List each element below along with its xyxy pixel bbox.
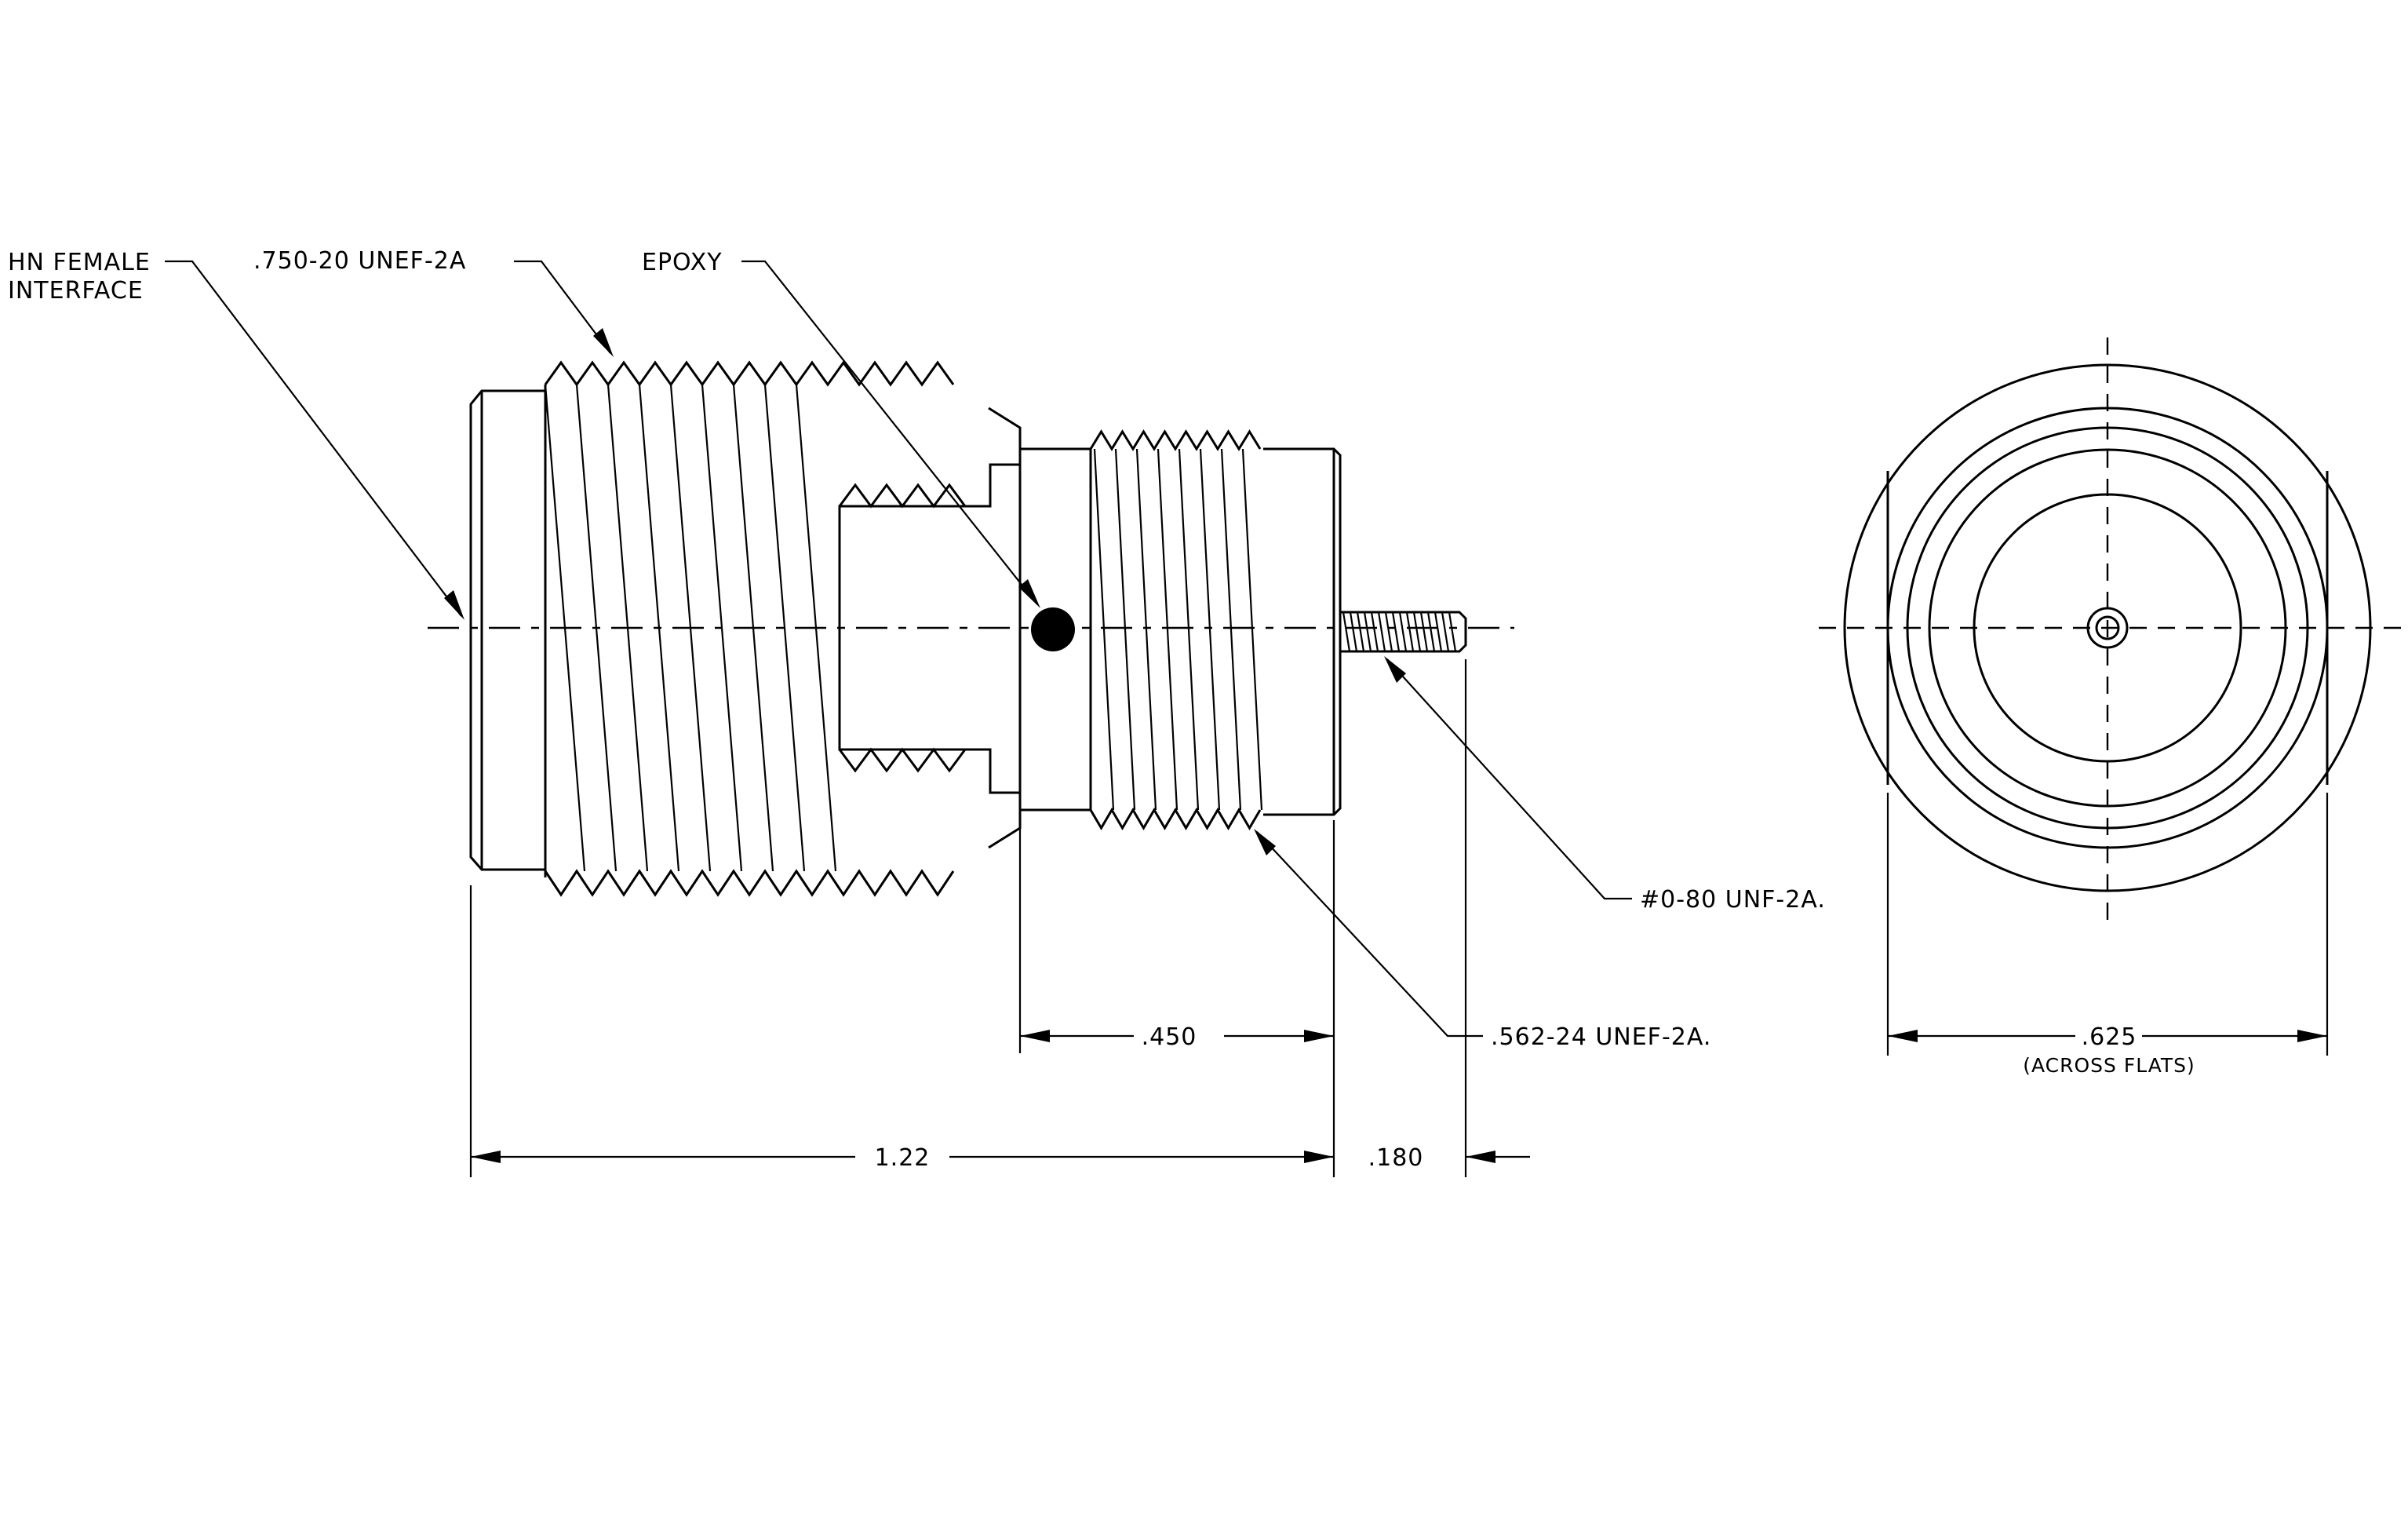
ring-3 — [1928, 448, 2287, 808]
stud-thread-line — [1391, 611, 1401, 652]
pin-outer — [2086, 607, 2129, 649]
stud-thread-line — [1384, 611, 1393, 652]
thread-line — [1241, 448, 1263, 811]
rear-body-outline — [1089, 447, 1342, 816]
rear-thread-crests-bottom — [1089, 808, 1262, 830]
stud-thread-line — [1370, 611, 1379, 652]
thread-line — [638, 384, 680, 872]
body-thread-crests-bottom — [544, 869, 955, 897]
ring-2 — [1906, 426, 2309, 830]
thread-line — [1199, 448, 1221, 811]
thread-line — [795, 384, 837, 872]
stud-thread-line — [1405, 611, 1415, 652]
pin-inner — [2095, 615, 2120, 640]
thread-line — [1220, 448, 1242, 811]
thread-line — [763, 384, 806, 872]
stud-thread-line — [1419, 611, 1429, 652]
callout-interface-line2: INTERFACE — [8, 277, 144, 305]
thread-line — [1157, 448, 1178, 811]
stud-thread-line — [1426, 611, 1436, 652]
callout-rear-thread: .562-24 UNEF-2A. — [1491, 1023, 1711, 1051]
body-thread-crests-top — [544, 360, 955, 387]
thread-line — [1135, 448, 1157, 811]
thread-line — [544, 384, 586, 872]
callout-stud-thread: #0-80 UNF-2A. — [1640, 886, 1826, 914]
thread-line — [575, 384, 617, 872]
dim-rear-length: .450 — [1142, 1023, 1197, 1051]
thread-line — [669, 384, 712, 872]
rear-thread-crests-top — [1089, 429, 1262, 451]
dim-stud-length: .180 — [1368, 1144, 1424, 1172]
thread-line — [1178, 448, 1200, 811]
stud-thread-line — [1398, 611, 1408, 652]
body-thread-lines — [544, 384, 837, 872]
slot-thread-bottom — [838, 747, 967, 773]
end-view: .625 (ACROSS FLATS) — [1819, 337, 2401, 1077]
stud-outline — [1340, 611, 1467, 653]
stud-thread-line — [1412, 611, 1422, 652]
stud-thread — [1342, 611, 1457, 652]
stud-thread-line — [1448, 611, 1457, 652]
ring-1 — [1886, 407, 2329, 849]
side-dimensions: .450 1.22 .180 — [469, 659, 1530, 1177]
rear-thread-lines — [1093, 448, 1263, 811]
callout-interface-line1: HN FEMALE — [8, 249, 151, 276]
thread-line — [732, 384, 774, 872]
dim-across-flats: .625 — [2082, 1023, 2137, 1051]
stud-thread-line — [1434, 611, 1443, 652]
main-body-outline — [544, 385, 1022, 877]
slot-thread-top — [838, 483, 967, 509]
dim-overall-length: 1.22 — [875, 1144, 931, 1172]
front-lip — [469, 389, 545, 871]
hex-outer-circle — [1843, 363, 2372, 892]
thread-line — [1093, 448, 1115, 811]
stud-thread-line — [1441, 611, 1450, 652]
stud-thread-line — [1377, 611, 1386, 652]
callout-body-thread: .750-20 UNEF-2A — [253, 247, 466, 275]
callout-epoxy: EPOXY — [642, 249, 723, 276]
stud-thread-line — [1349, 611, 1358, 652]
thread-line — [607, 384, 649, 872]
stud-thread-line — [1363, 611, 1372, 652]
stud-thread-line — [1356, 611, 1365, 652]
ring-4 — [1973, 493, 2242, 763]
callouts: HN FEMALE INTERFACE .750-20 UNEF-2A EPOX… — [8, 247, 1826, 1051]
thread-line — [701, 384, 743, 872]
side-view — [428, 360, 1514, 897]
epoxy-dot — [1031, 607, 1075, 651]
dim-across-flats-note: (ACROSS FLATS) — [2023, 1054, 2195, 1077]
thread-line — [1114, 448, 1136, 811]
stud-thread-line — [1342, 611, 1351, 652]
